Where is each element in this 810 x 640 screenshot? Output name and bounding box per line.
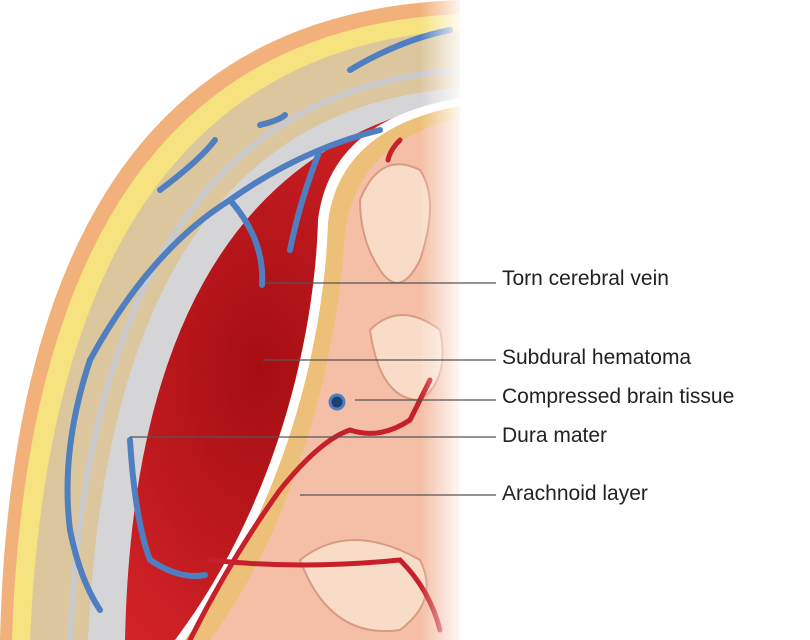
cortical-vein-cross-section xyxy=(328,393,346,411)
label-subdural-hematoma: Subdural hematoma xyxy=(502,346,692,369)
skull-inner-line xyxy=(67,67,461,640)
right-fade xyxy=(420,0,465,640)
leader-lines xyxy=(130,282,496,496)
label-compressed-brain-tissue: Compressed brain tissue xyxy=(502,385,735,408)
veins xyxy=(64,27,453,613)
label-arachnoid-layer: Arachnoid layer xyxy=(502,482,648,505)
label-torn-cerebral-vein: Torn cerebral vein xyxy=(502,267,669,290)
label-dura-mater: Dura mater xyxy=(502,424,608,447)
